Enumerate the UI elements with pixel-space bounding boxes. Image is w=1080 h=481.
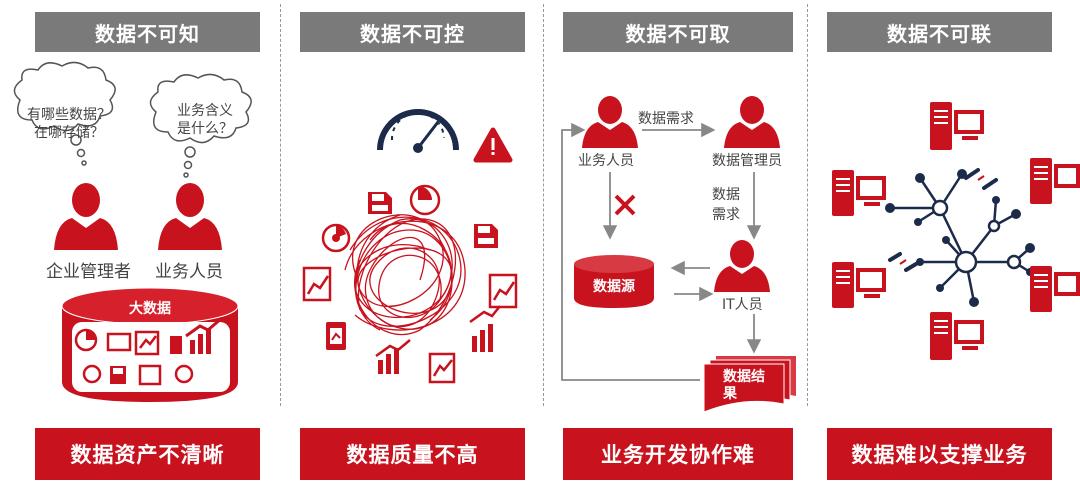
data-result-line1: 数据结 — [723, 368, 765, 385]
person-label-biz: 业务人员 — [155, 262, 223, 282]
bubble2-line1: 业务含义 — [177, 103, 233, 119]
data-request-vertical: 数据 需求 — [712, 185, 740, 225]
separator-1 — [280, 4, 281, 406]
person-icon-biz-p3 — [582, 96, 638, 148]
person-icon-data-manager — [724, 96, 780, 148]
panel4-title: 数据不可联 — [827, 12, 1052, 52]
bubble1-text: 有哪些数据？ 在哪存储？ — [14, 106, 124, 142]
bubble1-line2: 在哪存储？ — [34, 125, 104, 141]
data-request-horizontal: 数据需求 — [638, 111, 694, 127]
bubble2-text: 业务含义 是什么？ — [150, 102, 260, 138]
panel2-footer: 数据质量不高 — [300, 428, 525, 480]
panel2-title: 数据不可控 — [300, 12, 525, 52]
data-request-v2: 需求 — [712, 207, 740, 223]
biz-person-label: 业务人员 — [578, 153, 634, 169]
separator-2 — [543, 4, 544, 406]
panel1-footer: 数据资产不清晰 — [35, 428, 260, 480]
thought-bubble-2 — [149, 73, 252, 178]
server-icons — [832, 102, 1080, 360]
data-source-cylinder: 数据源 — [574, 255, 654, 308]
gauge-icon — [377, 109, 459, 153]
panel3-title: 数据不可取 — [563, 12, 793, 52]
data-source-label: 数据源 — [593, 278, 635, 295]
person-icon-manager — [54, 183, 118, 250]
bigdata-label: 大数据 — [129, 300, 171, 317]
bubble1-line1: 有哪些数据？ — [27, 107, 111, 123]
bigdata-cylinder: 大数据 — [61, 287, 239, 402]
it-person-label: IT人员 — [722, 297, 763, 313]
panel4-footer: 数据难以支撑业务 — [827, 428, 1052, 480]
warning-icon — [473, 127, 513, 163]
network-graph — [885, 168, 1035, 307]
data-manager-label: 数据管理员 — [712, 153, 782, 169]
data-request-v1: 数据 — [712, 187, 740, 203]
data-result-line2: 果 — [722, 386, 738, 402]
bubble2-line2: 是什么？ — [177, 121, 233, 137]
flow-arrows — [561, 122, 762, 381]
panel1-title: 数据不可知 — [35, 12, 260, 52]
thought-bubble-1 — [13, 61, 116, 166]
data-result-doc: 数据结 果 — [703, 356, 796, 413]
person-icon-it — [714, 240, 770, 292]
tangled-quality-icon — [302, 184, 518, 384]
separator-3 — [807, 4, 808, 406]
panel3-footer: 业务开发协作难 — [563, 428, 793, 480]
person-label-manager: 企业管理者 — [46, 262, 131, 282]
person-icon-biz — [158, 183, 222, 250]
